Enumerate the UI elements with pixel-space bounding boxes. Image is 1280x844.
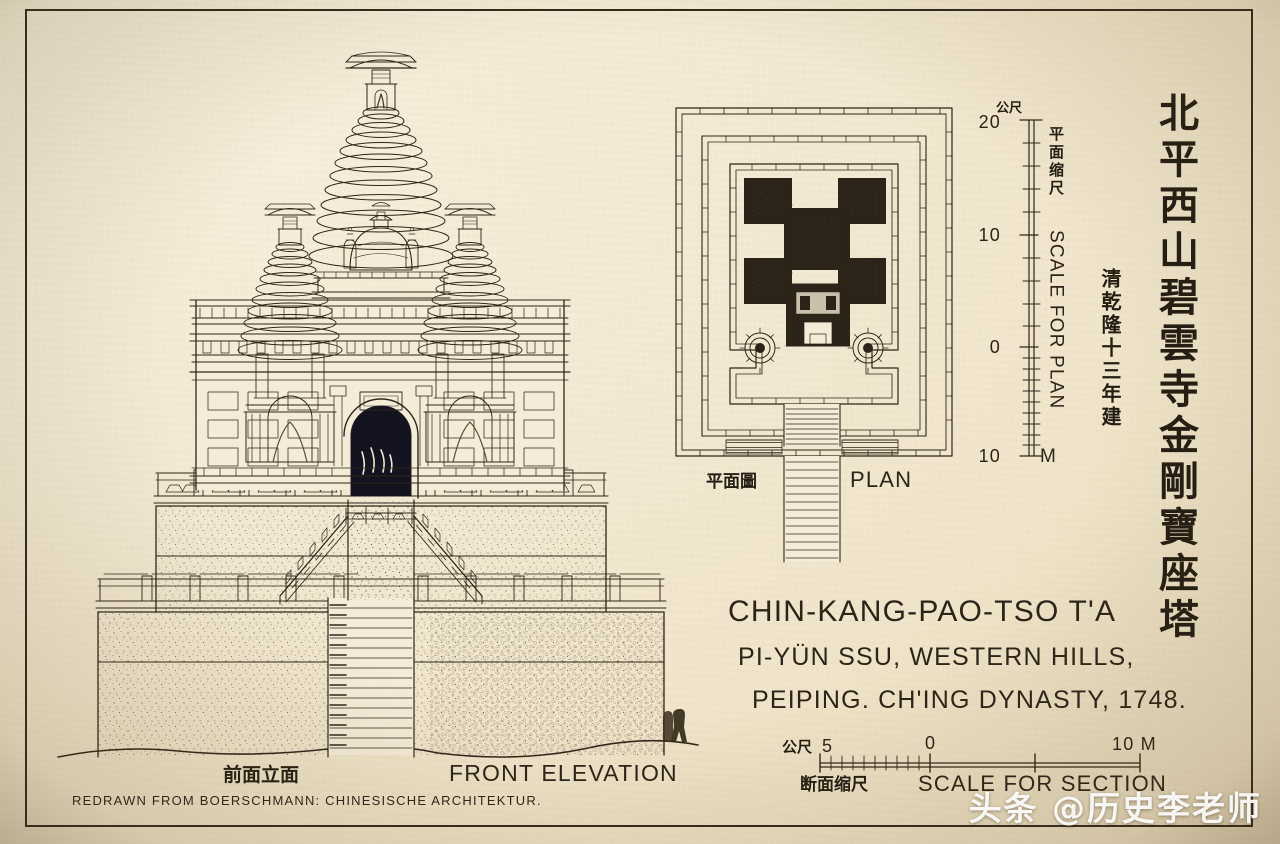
scale-plan-title-cjk: 平面缩尺: [1047, 126, 1065, 198]
cornice-bands: [189, 299, 571, 381]
scale-figures: [663, 709, 687, 742]
vertical-title-main: 北平西山碧雲寺金剛寶座塔: [1152, 92, 1200, 644]
plan-central-pavilion: [785, 283, 851, 347]
title-line-1: CHIN-KANG-PAO-TSO T'A: [728, 595, 1116, 628]
plan-drawing: [675, 107, 953, 563]
elevation-label-en: FRONT ELEVATION: [449, 760, 678, 786]
scale-plan-unit-en: M: [1040, 446, 1057, 467]
central-pavilion: [311, 202, 451, 299]
scale-section-tick-0: 0: [925, 733, 936, 753]
scale-plan-tick-10b: 10: [979, 446, 1001, 466]
vertical-title-secondary: 清乾隆十三年建: [1098, 267, 1122, 429]
right-stupa: [417, 203, 523, 463]
plan-label-en: PLAN: [850, 467, 912, 492]
plan-circular-stupas: [739, 327, 889, 374]
sheet-border-frame: [25, 9, 1253, 827]
scale-section-tick-10m: 10 M: [1112, 734, 1157, 754]
podium-block: [189, 299, 571, 499]
scale-plan-tick-10a: 10: [979, 225, 1001, 245]
plan-center-stupa: [783, 204, 851, 274]
scale-plan-title-en: SCALE FOR PLAN: [1046, 230, 1067, 409]
scale-plan-tick-0: 0: [990, 337, 1001, 357]
central-stupa-spire: [308, 51, 454, 269]
scale-section-title-cjk: 断面缩尺: [800, 774, 868, 795]
front-elevation-drawing: [57, 51, 699, 758]
elevation-label-cjk: 前面立面: [223, 763, 299, 786]
main-archway: [343, 391, 419, 499]
scale-plan-unit: 公尺: [996, 101, 1022, 116]
scale-section-title-en: SCALE FOR SECTION: [918, 771, 1167, 796]
scale-for-plan-bar: [1019, 119, 1043, 457]
plan-label-cjk: 平面圖: [706, 472, 757, 492]
scale-section-tick-5: 5: [822, 736, 833, 756]
credit-line: REDRAWN FROM BOERSCHMANN: CHINESISCHE AR…: [72, 793, 542, 808]
scale-section-unit: 公尺: [782, 738, 812, 756]
title-line-2: PI-YÜN SSU, WESTERN HILLS,: [738, 643, 1135, 671]
plan-lower-stairs: [783, 455, 841, 563]
central-stairway: [279, 499, 483, 758]
watermark: 头条 @历史李老师: [968, 789, 1262, 828]
title-line-3: PEIPING. CH'ING DYNASTY, 1748.: [752, 686, 1187, 714]
scale-plan-tick-20: 20: [979, 112, 1001, 132]
plan-upper-stairs: [725, 403, 899, 455]
left-stupa: [237, 203, 343, 463]
scale-for-section-bar: [819, 753, 1141, 773]
